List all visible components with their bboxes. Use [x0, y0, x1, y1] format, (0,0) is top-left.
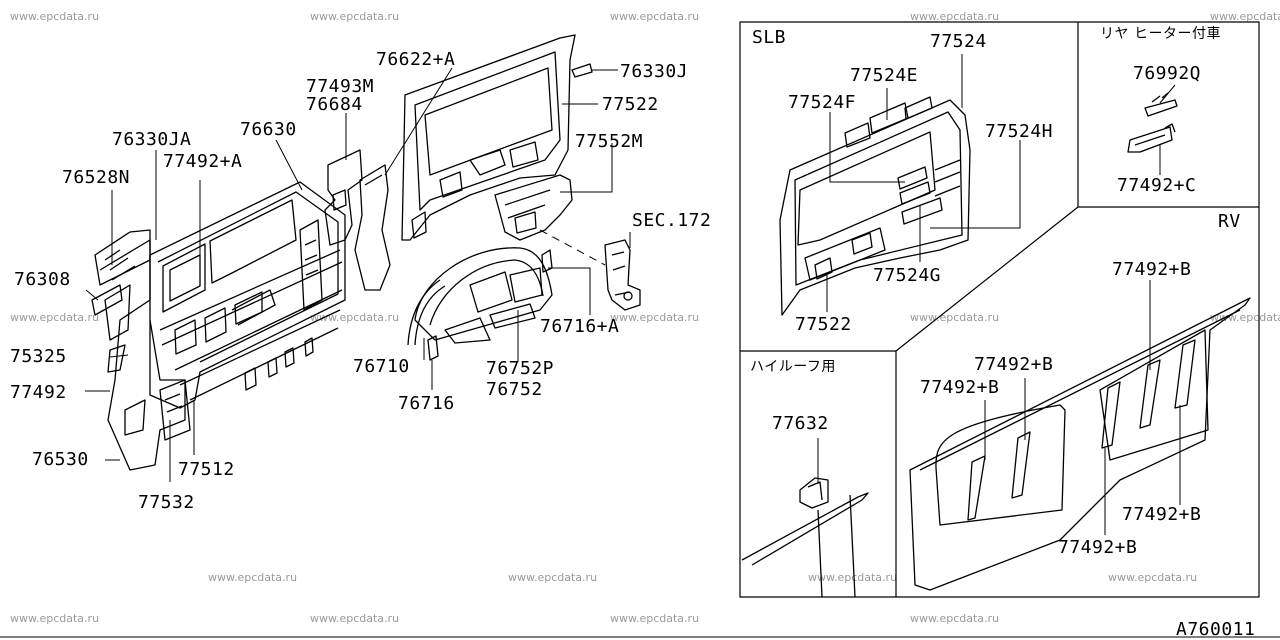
inset-title-heater: リヤ ヒーター付車: [1100, 26, 1221, 42]
label-76752p: 76752P: [486, 358, 555, 379]
diagram-code: A760011: [1176, 619, 1256, 640]
slb-leaders: [826, 54, 1021, 312]
label-slb-77524g: 77524G: [873, 265, 942, 286]
rv-side-panel: [909, 297, 1251, 591]
label-77522: 77522: [602, 94, 659, 115]
label-highroof-77632: 77632: [772, 413, 829, 434]
label-76330j: 76330J: [620, 61, 689, 82]
sec172-bracket: [604, 239, 641, 311]
front-pillar-panel: [91, 229, 191, 471]
label-heater-77492c: 77492+C: [1117, 175, 1197, 196]
label-77492a: 77492+A: [163, 151, 243, 172]
label-76630: 76630: [240, 119, 297, 140]
rv-leaders: [984, 280, 1181, 535]
watermark: www.epcdata.ru: [1108, 571, 1198, 584]
heater-parts: [1127, 92, 1178, 153]
highroof-part: [741, 477, 869, 598]
wheel-housing: [407, 247, 553, 361]
quarter-inner-lower: [494, 174, 573, 241]
label-rv-77492b-5: 77492+B: [1058, 537, 1138, 558]
watermark: www.epcdata.ru: [910, 10, 1000, 23]
label-75325: 75325: [10, 346, 67, 367]
label-76530: 76530: [32, 449, 89, 470]
label-77512: 77512: [178, 459, 235, 480]
label-slb-77524f: 77524F: [788, 92, 857, 113]
label-slb-77524e: 77524E: [850, 65, 919, 86]
watermark: www.epcdata.ru: [10, 311, 100, 324]
inset-frames: [739, 21, 1260, 598]
watermark: www.epcdata.ru: [208, 571, 298, 584]
label-77492: 77492: [10, 382, 67, 403]
watermark: www.epcdata.ru: [310, 612, 400, 625]
label-76528n: 76528N: [62, 167, 131, 188]
watermark: www.epcdata.ru: [1210, 311, 1280, 324]
label-76716: 76716: [398, 393, 455, 414]
label-sec172: SEC.172: [632, 210, 712, 231]
label-rv-77492b-3: 77492+B: [920, 377, 1000, 398]
label-76716a: 76716+A: [540, 316, 620, 337]
label-77532: 77532: [138, 492, 195, 513]
label-76684: 76684: [306, 94, 363, 115]
inset-title-slb: SLB: [752, 27, 787, 48]
inset-title-rv: RV: [1218, 211, 1241, 232]
label-slb-77522: 77522: [795, 314, 852, 335]
rear-pillar-pieces: [299, 149, 391, 311]
watermark: www.epcdata.ru: [1210, 10, 1280, 23]
watermark: www.epcdata.ru: [910, 311, 1000, 324]
label-rv-77492b-4: 77492+B: [1122, 504, 1202, 525]
watermark: www.epcdata.ru: [910, 612, 1000, 625]
label-77552m: 77552M: [575, 131, 644, 152]
label-76308: 76308: [14, 269, 71, 290]
watermark: www.epcdata.ru: [610, 612, 700, 625]
label-76330ja: 76330JA: [112, 129, 192, 150]
side-outer-panel: [149, 181, 346, 409]
leader-lines: [85, 67, 631, 482]
label-heater-76992q: 76992Q: [1133, 63, 1202, 84]
watermark: www.epcdata.ru: [10, 10, 100, 23]
slb-rear-door-panel: [779, 96, 971, 316]
inset-title-highroof: ハイルーフ用: [750, 359, 836, 375]
label-slb-77524: 77524: [930, 31, 987, 52]
watermark: www.epcdata.ru: [310, 10, 400, 23]
label-rv-77492b-2: 77492+B: [974, 354, 1054, 375]
watermark: www.epcdata.ru: [10, 612, 100, 625]
watermark: www.epcdata.ru: [610, 311, 700, 324]
watermark: www.epcdata.ru: [508, 571, 598, 584]
rear-upper-panel: [401, 34, 576, 241]
label-76710: 76710: [353, 356, 410, 377]
label-77493m: 77493M: [306, 76, 375, 97]
clip-76330j: [571, 63, 593, 78]
heater-leaders: [1159, 84, 1176, 175]
label-slb-77524h: 77524H: [985, 121, 1054, 142]
label-76622a: 76622+A: [376, 49, 456, 70]
label-rv-77492b-1: 77492+B: [1112, 259, 1192, 280]
label-76752: 76752: [486, 379, 543, 400]
watermark: www.epcdata.ru: [610, 10, 700, 23]
watermark: www.epcdata.ru: [808, 571, 898, 584]
